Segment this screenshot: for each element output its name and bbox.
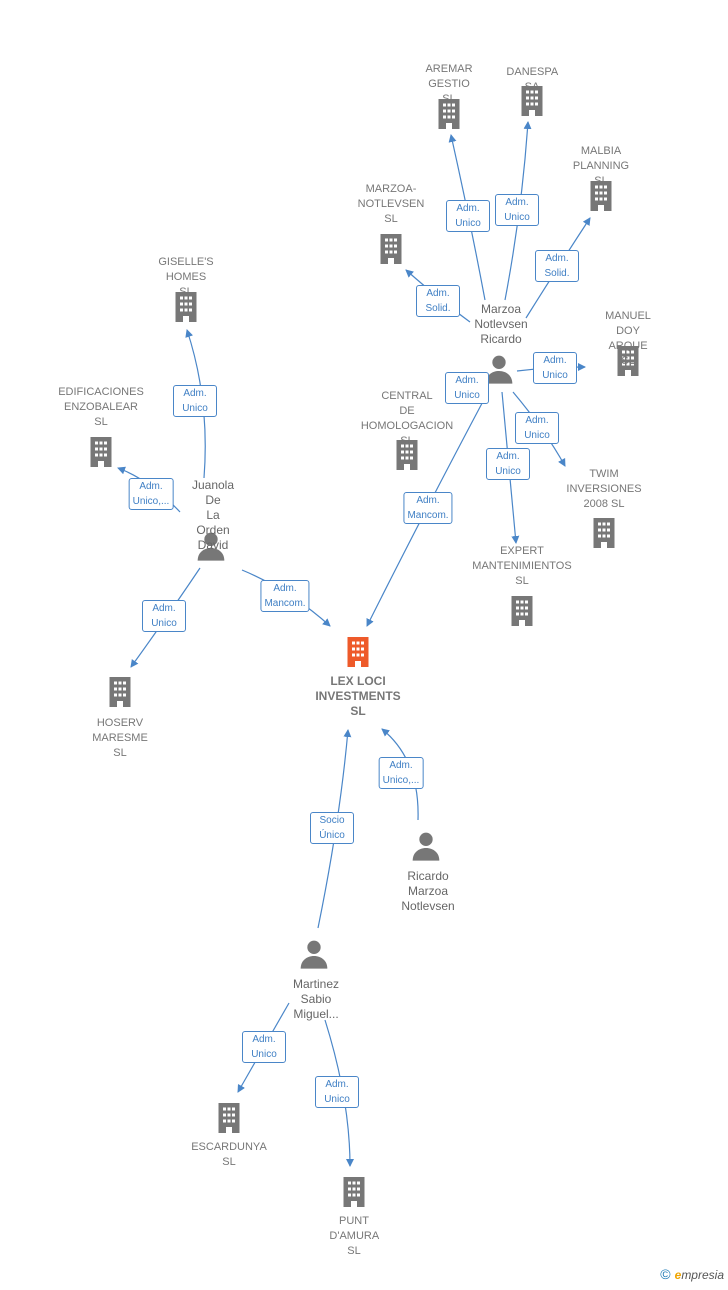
- building-icon: [218, 1103, 240, 1133]
- brand-name: mpresia: [681, 1268, 724, 1282]
- node-label: Juanola De La Orden David: [191, 478, 235, 552]
- relation-label[interactable]: Adm. Unico: [486, 448, 530, 480]
- building-icon-wrap: [373, 231, 409, 267]
- building-icon-wrap: [102, 674, 138, 710]
- relation-label[interactable]: Adm. Unico: [142, 600, 186, 632]
- building-icon-wrap: [514, 83, 550, 119]
- footer-brand: ©empresia: [660, 1266, 724, 1282]
- node-label: TWIM INVERSIONES 2008 SL: [566, 468, 642, 510]
- node-label: LEX LOCI INVESTMENTS SL: [315, 674, 401, 718]
- relation-label[interactable]: Adm. Unico: [242, 1031, 286, 1063]
- building-icon: [347, 637, 369, 667]
- node-label: EDIFICACIONES ENZOBALEAR SL: [58, 386, 144, 428]
- building-icon: [511, 596, 533, 626]
- relation-label[interactable]: Adm. Unico: [445, 372, 489, 404]
- node-label: MARZOA- NOTLEVSEN SL: [357, 183, 425, 225]
- person-icon-wrap: [483, 353, 519, 389]
- building-icon: [438, 99, 460, 129]
- node-label: PUNT D'AMURA SL: [329, 1215, 380, 1257]
- relation-label[interactable]: Adm. Mancom.: [260, 580, 310, 612]
- building-icon-wrap: [211, 1100, 247, 1136]
- node-label: EXPERT MANTENIMIENTOS SL: [472, 545, 572, 587]
- node-label: AREMAR GESTIO SL: [425, 63, 473, 105]
- building-icon-wrap: [389, 437, 425, 473]
- building-icon-wrap: [431, 96, 467, 132]
- building-icon-wrap: [583, 178, 619, 214]
- relation-label[interactable]: Adm. Solid.: [535, 250, 579, 282]
- relation-label[interactable]: Adm. Unico,...: [128, 478, 174, 510]
- building-icon-wrap: [83, 434, 119, 470]
- relation-label[interactable]: Adm. Solid.: [416, 285, 460, 317]
- person-icon: [197, 532, 225, 561]
- building-icon: [380, 234, 402, 264]
- person-icon-wrap: [195, 530, 231, 566]
- relation-label[interactable]: Socio Único: [310, 812, 354, 844]
- node-label: HOSERV MARESME SL: [92, 717, 148, 759]
- relation-label[interactable]: Adm. Unico,...: [378, 757, 424, 789]
- node-label: DANESPA SA: [506, 66, 559, 93]
- relation-label[interactable]: Adm. Unico: [515, 412, 559, 444]
- copyright-icon: ©: [660, 1266, 671, 1282]
- node-label: MALBIA PLANNING SL: [572, 145, 630, 187]
- relation-label[interactable]: Adm. Unico: [533, 352, 577, 384]
- relation-label[interactable]: Adm. Mancom.: [403, 492, 453, 524]
- building-icon: [90, 437, 112, 467]
- node-label: CENTRAL DE HOMOLOGACION SL: [360, 390, 454, 447]
- person-icon: [412, 832, 440, 861]
- building-icon: [590, 181, 612, 211]
- building-icon-wrap: [336, 1174, 372, 1210]
- node-label: Martinez Sabio Miguel...: [292, 977, 340, 1021]
- building-icon-wrap: [504, 593, 540, 629]
- building-icon: [617, 346, 639, 376]
- building-icon: [396, 440, 418, 470]
- relation-label[interactable]: Adm. Unico: [315, 1076, 359, 1108]
- node-label: ESCARDUNYA SL: [191, 1141, 267, 1168]
- relation-label[interactable]: Adm. Unico: [495, 194, 539, 226]
- building-icon-wrap: [340, 634, 376, 670]
- building-icon: [521, 86, 543, 116]
- building-icon-wrap: [168, 289, 204, 325]
- brand-initial: e: [674, 1268, 682, 1282]
- building-icon: [593, 518, 615, 548]
- relation-label[interactable]: Adm. Unico: [446, 200, 490, 232]
- person-icon-wrap: [410, 830, 446, 866]
- building-icon-wrap: [586, 515, 622, 551]
- building-icon: [109, 677, 131, 707]
- relation-label[interactable]: Adm. Unico: [173, 385, 217, 417]
- node-label: Marzoa Notlevsen Ricardo: [474, 302, 528, 346]
- person-icon-wrap: [298, 938, 334, 974]
- person-icon: [485, 355, 513, 384]
- node-label: MANUEL DOY ARQUE SL: [605, 310, 651, 367]
- node-label: Ricardo Marzoa Notlevsen: [401, 869, 455, 913]
- node-label: GISELLE'S HOMES SL: [158, 256, 214, 298]
- building-icon: [343, 1177, 365, 1207]
- person-icon: [300, 940, 328, 969]
- building-icon: [175, 292, 197, 322]
- building-icon-wrap: [610, 343, 646, 379]
